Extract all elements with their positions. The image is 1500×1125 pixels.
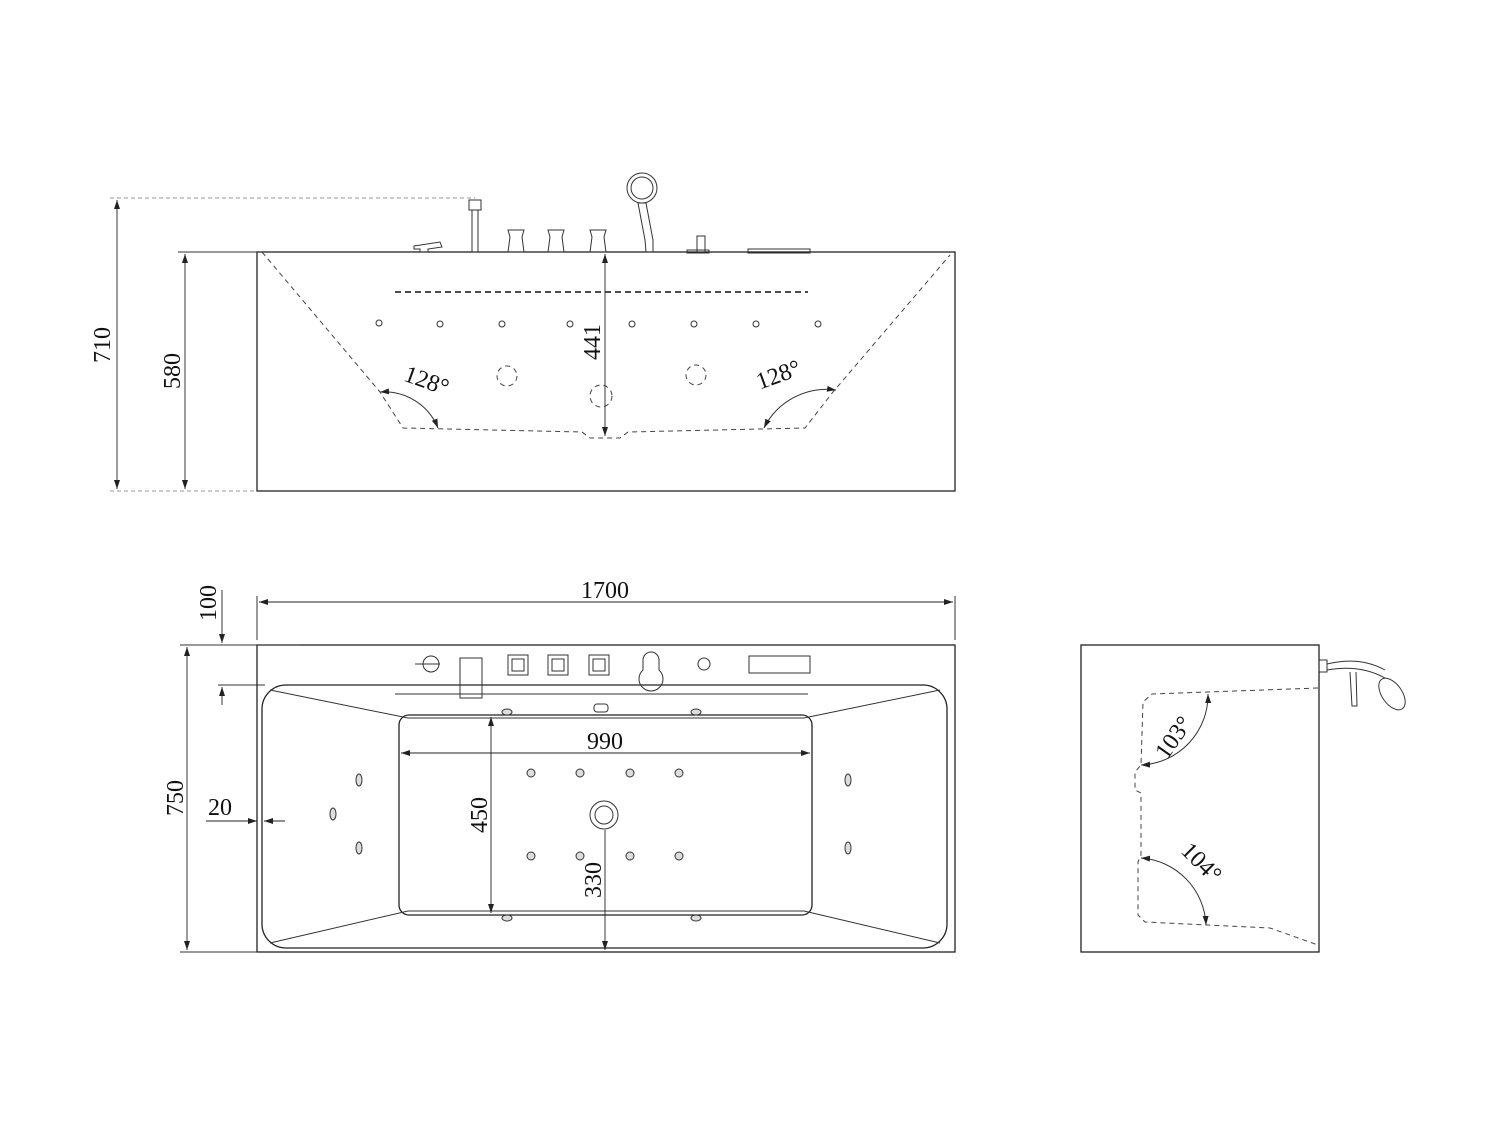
lower-angle-arc [1140, 855, 1209, 926]
jet [575, 768, 585, 778]
top-plan-view: 1700 750 100 20 990 450 330 [163, 578, 956, 953]
hand-shower-face [630, 176, 654, 200]
end-shower-hose-lower [1326, 667, 1386, 679]
top-fixtures [415, 651, 811, 713]
left-angle-label: 128° [401, 361, 453, 401]
side-jet [628, 320, 636, 328]
hand-shower-top [638, 651, 664, 692]
right-angle-label: 128° [753, 355, 805, 395]
end-tub-outline [1080, 644, 1320, 953]
jet [355, 773, 363, 787]
dim-label-1700: 1700 [581, 578, 629, 604]
top-tub-outline [256, 644, 956, 953]
jet [501, 708, 513, 716]
knob-top-2 [547, 654, 569, 676]
end-shower-head [1378, 677, 1406, 711]
side-jet [375, 319, 383, 327]
jet [690, 914, 702, 922]
spout-head [468, 199, 482, 211]
dim-label-441: 441 [580, 324, 606, 360]
main-drain [589, 800, 619, 830]
side-fixtures [413, 172, 811, 254]
jet [690, 708, 702, 716]
top-inner-rim [261, 684, 948, 949]
dim-label-710: 710 [90, 327, 116, 363]
control-knob-2 [547, 229, 565, 253]
dim-label-100: 100 [196, 585, 222, 621]
upper-angle-arc [1140, 693, 1212, 768]
jet [526, 768, 536, 778]
side-inner-profile [261, 251, 951, 439]
control-knob-1 [507, 229, 525, 253]
dim-label-990: 990 [587, 729, 623, 755]
end-hand-shower [1318, 659, 1406, 711]
control-button-base [686, 249, 710, 254]
side-jets-row [375, 319, 822, 328]
bevel-tr [803, 689, 941, 719]
side-jet [814, 320, 822, 328]
hand-shower-handle [637, 202, 654, 253]
dim-label-330: 330 [581, 862, 607, 898]
end-shower-hose [1326, 660, 1386, 671]
spout-top [459, 657, 483, 699]
knob-top-1 [507, 654, 529, 676]
mixer-lever [413, 241, 443, 253]
overflow-drain [593, 703, 609, 713]
top-jets [329, 708, 852, 922]
jet [674, 768, 684, 778]
knob-top-3-inner [592, 658, 606, 672]
control-panel-side [747, 248, 811, 254]
jet [844, 773, 852, 787]
jet [844, 841, 852, 855]
spout-pipe [471, 209, 479, 253]
end-shower-mount [1318, 659, 1328, 673]
dim-label-750: 750 [163, 780, 189, 816]
left-angle-arc [379, 388, 439, 429]
right-angle-arc [763, 385, 837, 429]
end-shower-holder [1349, 671, 1358, 707]
side-elevation-view: 128° 128° 710 580 441 [90, 172, 956, 492]
main-drain-inner [594, 805, 614, 825]
side-large-jet-left [496, 365, 518, 387]
dim-label-580: 580 [160, 353, 186, 389]
side-jet [752, 320, 760, 328]
side-jet [690, 320, 698, 328]
jet [625, 851, 635, 861]
side-jet [566, 320, 574, 328]
bevel-tl [269, 689, 409, 719]
top-basin-floor [398, 714, 813, 916]
end-view: 103° 104° [1080, 644, 1406, 953]
jet [329, 807, 337, 821]
bevel-bl [269, 910, 409, 944]
end-inner-profile [1134, 687, 1319, 946]
control-panel-top [748, 655, 811, 674]
jet [526, 851, 536, 861]
knob-top-3 [588, 654, 610, 676]
knob-top-1-inner [511, 658, 525, 672]
lower-angle-label: 104° [1176, 838, 1227, 889]
control-button [696, 235, 706, 253]
side-large-jet-right [685, 364, 707, 386]
jet [674, 851, 684, 861]
jet [355, 841, 363, 855]
side-drain-circle [589, 384, 613, 408]
dim-label-20: 20 [208, 795, 232, 821]
jet [575, 851, 585, 861]
knob-top-2-inner [551, 658, 565, 672]
side-jet [436, 320, 444, 328]
upper-angle-label: 103° [1151, 712, 1198, 764]
control-knob-3 [589, 229, 607, 253]
bevel-br [803, 910, 941, 944]
button-top [697, 657, 711, 671]
jet [625, 768, 635, 778]
side-jet [498, 320, 506, 328]
jet [501, 914, 513, 922]
dim-label-450: 450 [467, 797, 493, 833]
